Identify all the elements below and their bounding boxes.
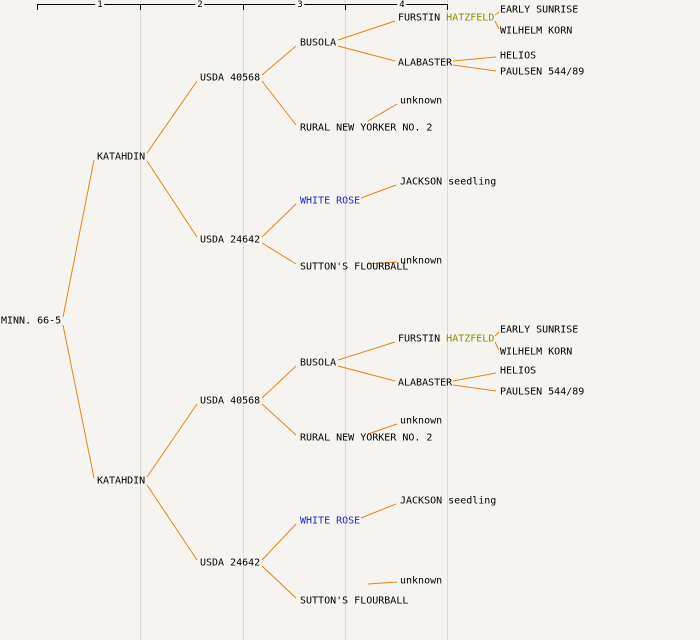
pedigree-node-white-rose[interactable]: WHITE ROSE	[300, 515, 361, 527]
pedigree-node-unknown: unknown	[400, 95, 443, 107]
pedigree-edge	[494, 20, 500, 30]
pedigree-node-unknown: unknown	[400, 415, 443, 427]
pedigree-node-paulsen-544-89: PAULSEN 544/89	[500, 386, 585, 398]
pedigree-node-rural-new-yorker-no-2: RURAL NEW YORKER NO. 2	[300, 122, 433, 134]
pedigree-edge	[261, 242, 297, 265]
pedigree-node-unknown: unknown	[400, 255, 443, 267]
pedigree-node-usda-24642: USDA 24642	[200, 234, 261, 246]
pedigree-edge	[494, 331, 500, 337]
pedigree-edge	[494, 341, 500, 351]
node-text-part: HATZFELD	[446, 12, 495, 24]
pedigree-edge	[62, 159, 95, 318]
pedigree-node-jackson-seedling: JACKSON seedling	[400, 495, 497, 507]
pedigree-node-katahdin: KATAHDIN	[97, 151, 146, 163]
pedigree-edge	[62, 324, 95, 479]
pedigree-edge	[261, 403, 297, 436]
ruler-label-2: 2	[195, 0, 205, 10]
pedigree-node-usda-24642: USDA 24642	[200, 557, 261, 569]
pedigree-edge	[146, 80, 198, 154]
pedigree-edge	[261, 203, 297, 238]
pedigree-node-busola: BUSOLA	[300, 357, 337, 369]
pedigree-edge	[337, 341, 396, 361]
pedigree-node-minn-66-5: MINN. 66-5	[1, 315, 62, 327]
pedigree-edge	[494, 11, 500, 16]
node-text-part: HATZFELD	[446, 333, 495, 345]
pedigree-edge	[367, 261, 398, 265]
pedigree-edge	[146, 160, 198, 238]
pedigree-node-helios: HELIOS	[500, 50, 537, 62]
pedigree-edge	[452, 64, 497, 72]
pedigree-edge	[367, 423, 398, 435]
pedigree-node-rural-new-yorker-no-2: RURAL NEW YORKER NO. 2	[300, 432, 433, 444]
pedigree-edge	[367, 103, 398, 122]
pedigree-node-usda-40568: USDA 40568	[200, 72, 261, 84]
pedigree-node-sutton-s-flourball: SUTTON'S FLOURBALL	[300, 261, 409, 273]
pedigree-node-usda-40568: USDA 40568	[200, 395, 261, 407]
pedigree-edge	[452, 384, 497, 392]
ruler-label-3: 3	[295, 0, 305, 10]
pedigree-edge	[360, 184, 397, 199]
pedigree-node-wilhelm-korn: WILHELM KORN	[500, 346, 573, 358]
pedigree-node-paulsen-544-89: PAULSEN 544/89	[500, 66, 585, 78]
pedigree-edge	[261, 45, 297, 76]
node-text-part: FURSTIN	[398, 12, 447, 24]
node-text-part: FURSTIN	[398, 333, 447, 345]
pedigree-node-busola: BUSOLA	[300, 37, 337, 49]
pedigree-node-katahdin: KATAHDIN	[97, 475, 146, 487]
pedigree-node-helios: HELIOS	[500, 365, 537, 377]
pedigree-node-wilhelm-korn: WILHELM KORN	[500, 25, 573, 37]
pedigree-edge	[337, 20, 396, 41]
pedigree-edge	[261, 365, 297, 399]
pedigree-edge	[261, 80, 297, 126]
pedigree-node-alabaster: ALABASTER	[398, 57, 453, 69]
pedigree-node-sutton-s-flourball: SUTTON'S FLOURBALL	[300, 595, 409, 607]
pedigree-node-early-sunrise: EARLY SUNRISE	[500, 324, 579, 336]
pedigree-node-furstin-hatzfeld: FURSTIN HATZFELD	[398, 334, 494, 345]
ruler-label-1: 1	[95, 0, 105, 10]
pedigree-edge	[452, 372, 497, 382]
ruler-label-4: 4	[397, 0, 407, 10]
pedigree-node-alabaster: ALABASTER	[398, 377, 453, 389]
pedigree-node-early-sunrise: EARLY SUNRISE	[500, 4, 579, 16]
pedigree-edge	[146, 484, 198, 561]
pedigree-edge	[337, 365, 396, 382]
pedigree-edge	[360, 503, 397, 519]
pedigree-node-jackson-seedling: JACKSON seedling	[400, 176, 497, 188]
pedigree-edge	[261, 565, 297, 599]
pedigree-edge	[261, 523, 297, 561]
pedigree-edge	[337, 45, 396, 62]
pedigree-edge	[367, 581, 398, 585]
pedigree-node-furstin-hatzfeld: FURSTIN HATZFELD	[398, 13, 494, 24]
pedigree-node-unknown: unknown	[400, 575, 443, 587]
pedigree-node-white-rose[interactable]: WHITE ROSE	[300, 195, 361, 207]
pedigree-edge	[452, 56, 497, 62]
pedigree-edge	[146, 403, 198, 478]
